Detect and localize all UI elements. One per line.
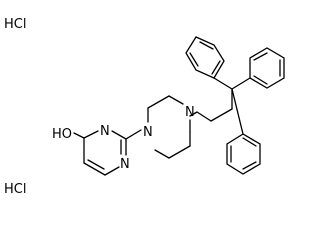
molecule-drawing: HCl HCl: [4, 17, 285, 197]
bond-c2-piperazine: [125, 129, 142, 140]
propyl-chain: [196, 88, 233, 122]
phenyl-ring-a: [185, 36, 225, 79]
bond-n3-c4: [83, 130, 99, 139]
pyrimidine-n1-label: N: [120, 157, 130, 172]
bond-pip-3: [168, 95, 184, 105]
bond-chain-1: [196, 111, 212, 122]
bond-c4-oh: [73, 132, 85, 139]
bond-pip-6: [154, 149, 170, 159]
bond-c6-n1: [104, 166, 120, 176]
phenyl-ring-c: [226, 133, 261, 175]
piperazine-n4-label: N: [185, 105, 195, 120]
bond-pip-5: [168, 145, 191, 159]
structure-canvas: HCl HCl: [4, 17, 285, 197]
bond-to-phenyl-c: [231, 88, 244, 135]
hydroxyl-label: HO: [52, 127, 72, 142]
bond-chain-2: [210, 108, 233, 122]
bond-to-phenyl-a: [213, 77, 233, 90]
bond-c5-c6-double: [87, 159, 105, 170]
bond-c2-n3: [111, 130, 127, 140]
pyrimidine-ring: [73, 130, 127, 176]
hcl-label-bottom: HCl: [4, 182, 26, 197]
piperazine-ring: [147, 95, 191, 159]
bond-to-phenyl-b: [231, 77, 251, 90]
pyrimidine-n3-label: N: [100, 124, 110, 139]
phenyl-ring-b: [249, 47, 285, 89]
piperazine-n1-label: N: [143, 125, 153, 140]
bond-pip-2: [147, 95, 170, 109]
hcl-label-top: HCl: [4, 17, 26, 32]
bond-c5-c6: [83, 162, 106, 176]
